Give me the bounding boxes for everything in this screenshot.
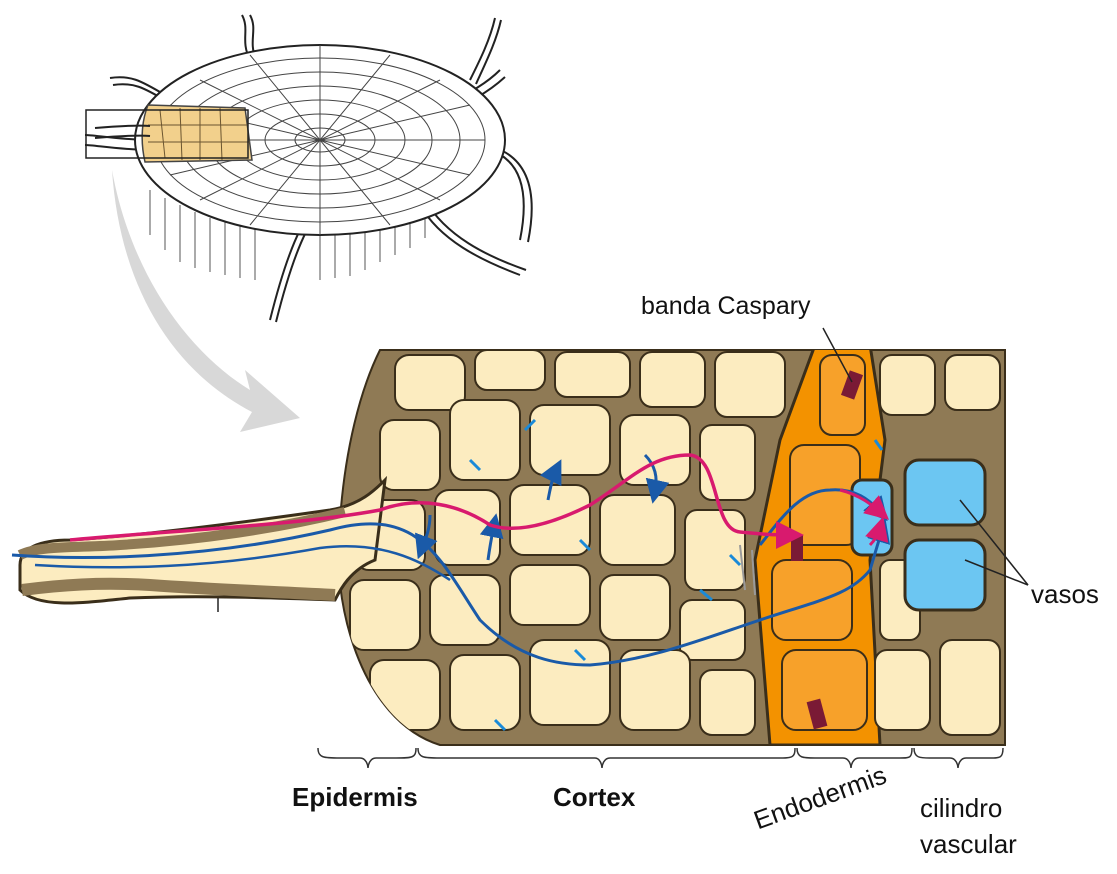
label-epidermis: Epidermis xyxy=(292,783,418,812)
root-cross-section-illustration xyxy=(85,15,532,322)
bracket-cortex xyxy=(418,748,795,768)
label-cilindro: cilindro xyxy=(920,794,1002,823)
magnified-tissue xyxy=(12,345,1005,745)
bracket-vascular xyxy=(914,748,1003,768)
vessel xyxy=(905,540,985,610)
label-vascular: vascular xyxy=(920,830,1017,859)
bracket-epidermis xyxy=(318,748,416,768)
label-cortex: Cortex xyxy=(553,783,635,812)
label-banda-caspary: banda Caspary xyxy=(641,293,811,321)
region-brackets xyxy=(318,748,1003,768)
bracket-endodermis xyxy=(797,748,912,768)
label-vasos: vasos xyxy=(1031,580,1099,609)
highlighted-sector xyxy=(142,105,252,162)
